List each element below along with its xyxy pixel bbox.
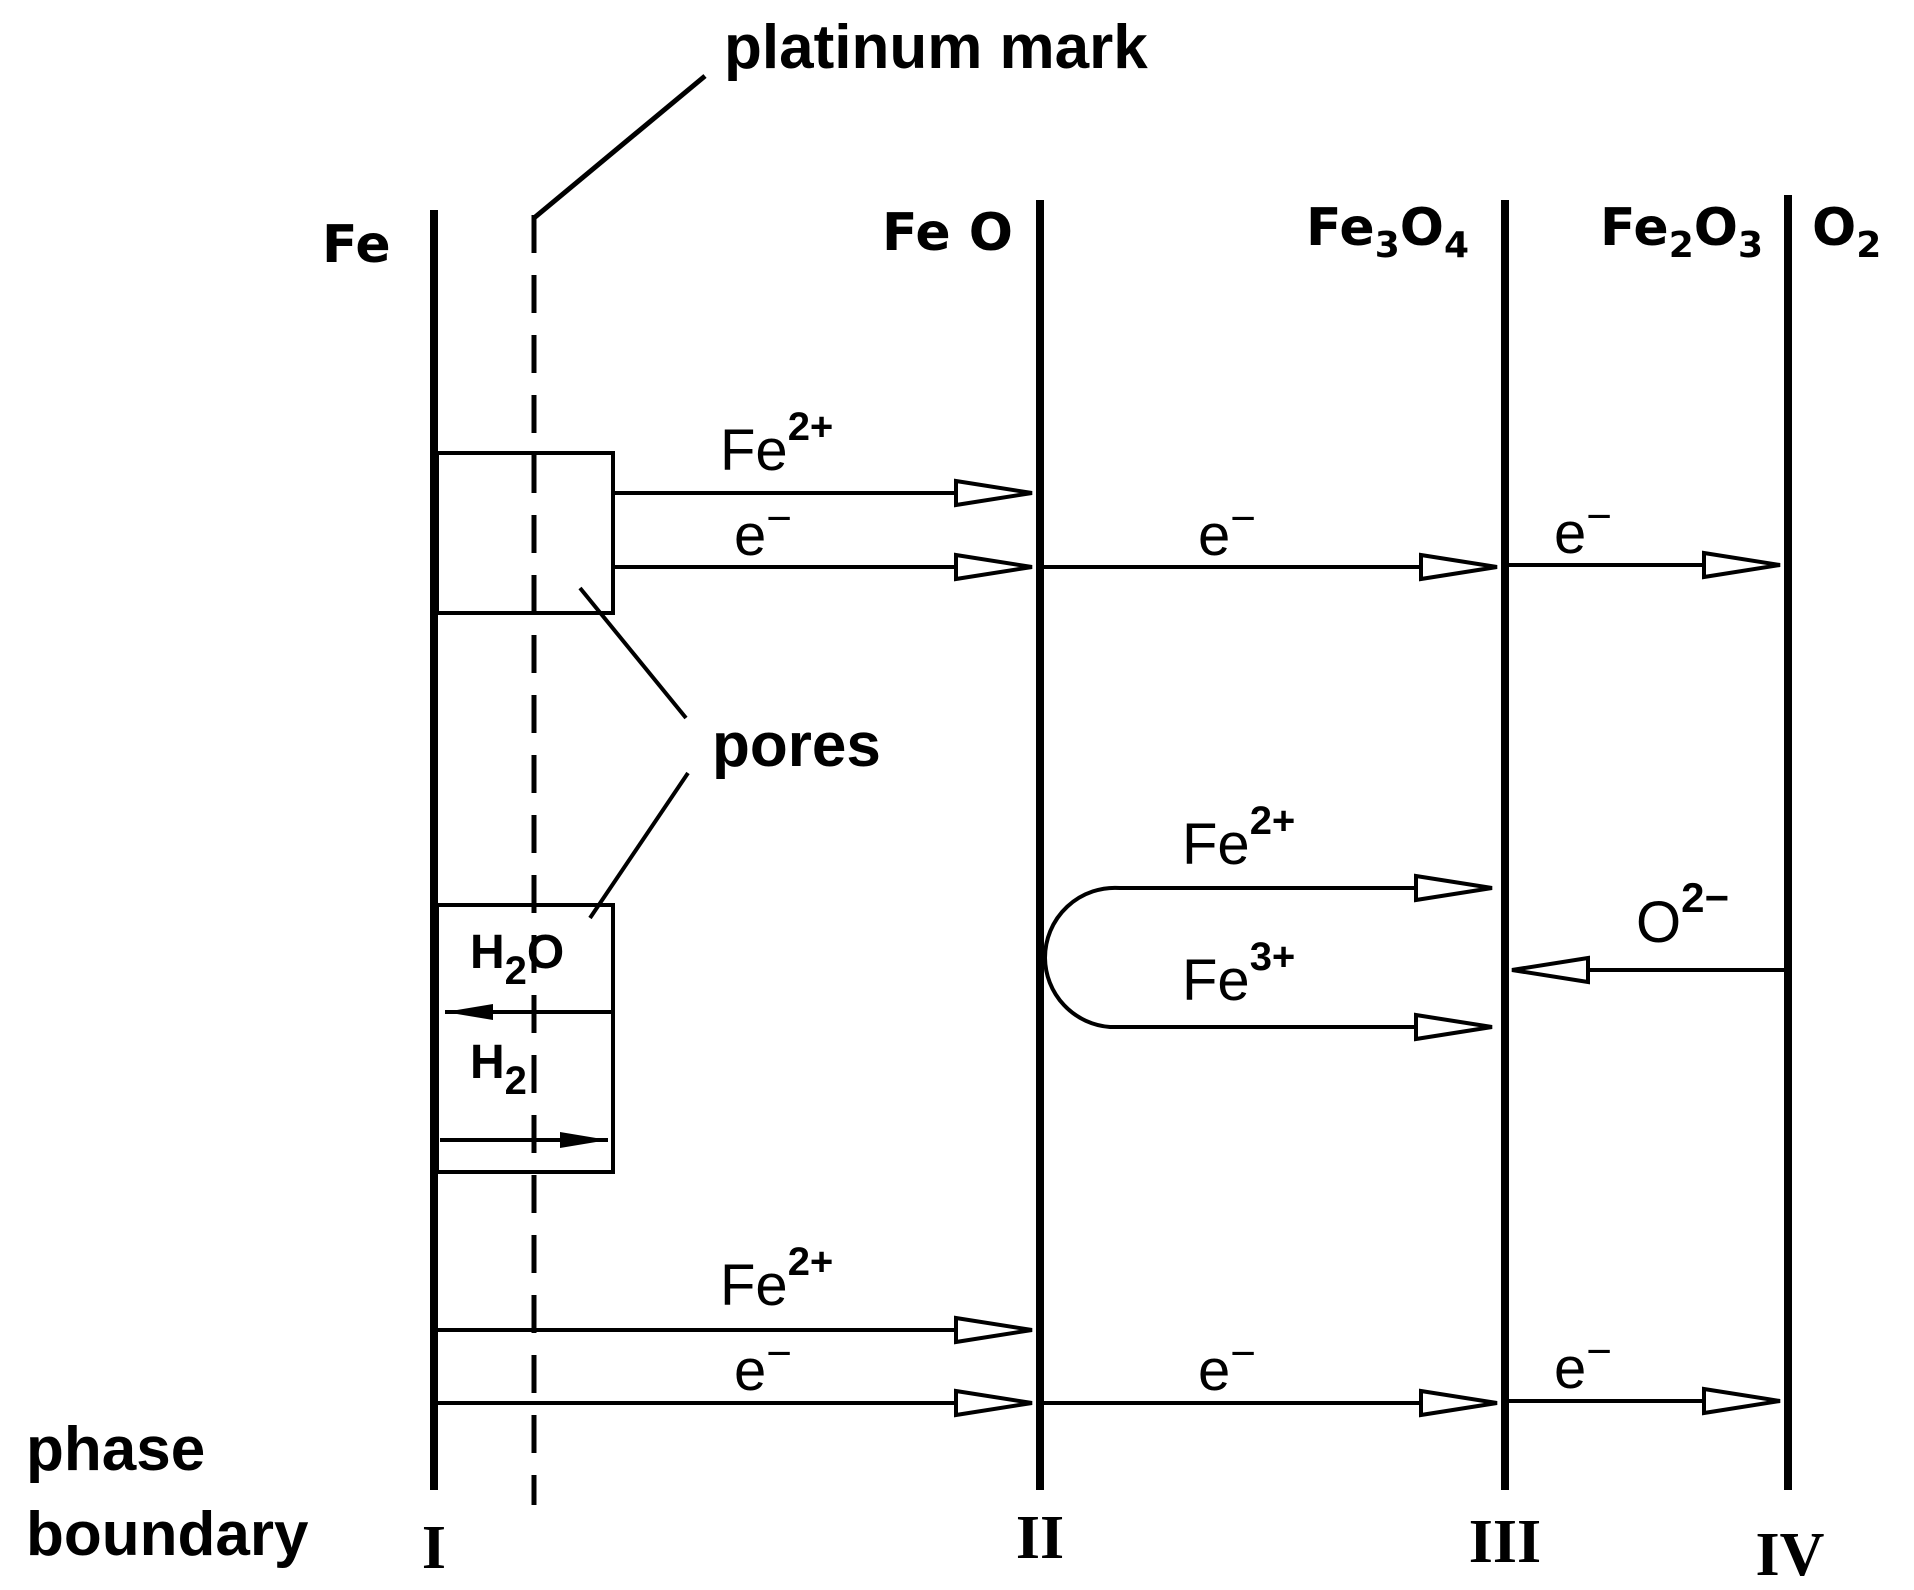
fe-ion-loop bbox=[1042, 885, 1492, 1029]
fe2-label-middle: Fe2+ bbox=[1182, 799, 1295, 877]
oxide-label: O2− bbox=[1636, 874, 1729, 955]
pores-label: pores bbox=[712, 711, 881, 780]
fe2-label-top: Fe2+ bbox=[720, 405, 833, 483]
boundary-numeral-II: II bbox=[1016, 1504, 1064, 1572]
boundary-numeral-III: III bbox=[1469, 1508, 1541, 1576]
fe3-label-middle: Fe3+ bbox=[1182, 935, 1295, 1013]
electron-label-bottom-3: e− bbox=[1554, 1327, 1612, 1401]
boundary-numeral-I: I bbox=[422, 1514, 446, 1582]
pores-leader-upper bbox=[578, 586, 688, 720]
phase-o2-label: O2 bbox=[1812, 198, 1881, 266]
pores-leader-lower bbox=[588, 771, 690, 920]
platinum-mark-leader bbox=[532, 74, 707, 220]
phase-fe2o3-label: Fe2O3 bbox=[1600, 198, 1763, 266]
boundary-label: boundary bbox=[26, 1500, 309, 1569]
electron-label-bottom-2: e− bbox=[1198, 1329, 1256, 1403]
phase-label: phase bbox=[26, 1415, 205, 1484]
boundary-numeral-IV: IV bbox=[1756, 1521, 1825, 1589]
electron-label-top-1: e− bbox=[734, 494, 792, 568]
pore-box-lower bbox=[435, 903, 615, 1174]
water-label: H2O bbox=[470, 926, 564, 993]
phase-fe3o4-label: Fe3O4 bbox=[1306, 198, 1469, 266]
platinum-mark-label: platinum mark bbox=[724, 13, 1148, 82]
phase-feo-label: Fe O bbox=[882, 203, 1013, 263]
hydrogen-label: H2 bbox=[470, 1036, 527, 1103]
electron-label-top-3: e− bbox=[1554, 492, 1612, 566]
fe2-label-bottom: Fe2+ bbox=[720, 1240, 833, 1318]
pore-box-upper bbox=[435, 451, 615, 615]
electron-label-bottom-1: e− bbox=[734, 1329, 792, 1403]
electron-label-top-2: e− bbox=[1198, 494, 1256, 568]
phase-fe-label: Fe bbox=[322, 215, 391, 275]
